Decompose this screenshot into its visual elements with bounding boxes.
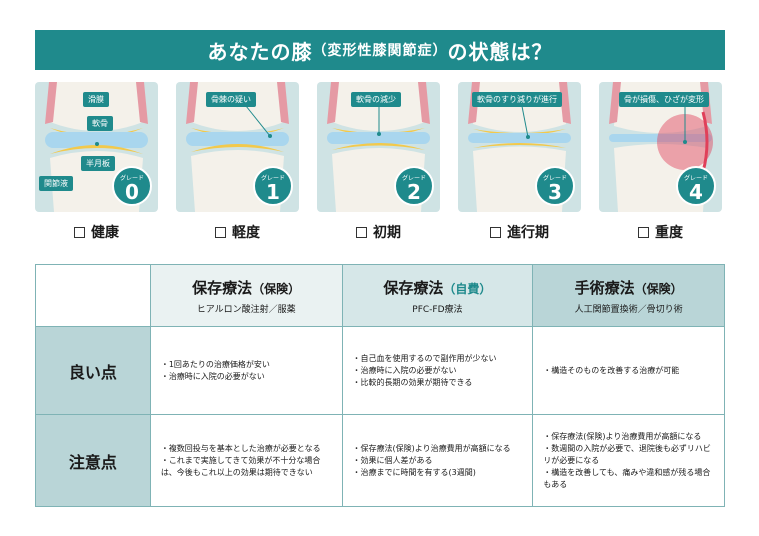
badge-number: 1 bbox=[266, 180, 280, 204]
badge-number: 3 bbox=[548, 180, 562, 204]
badge-number: 0 bbox=[125, 180, 139, 204]
title-paren: （変形性膝関節症） bbox=[312, 43, 448, 59]
table-cell: 構造そのものを改善する治療が可能 bbox=[532, 326, 725, 415]
list-item: 構造そのものを改善する治療が可能 bbox=[543, 365, 714, 377]
list-item: 構造を改善しても、痛みや違和感が残る場合もある bbox=[543, 467, 714, 491]
table-cell: 保存療法(保険)より治療費用が高額になる 効果に個人差がある 治療までに時間を有… bbox=[341, 414, 534, 507]
list-item: 比較的長期の効果が期待できる bbox=[353, 377, 523, 389]
list-item: これまで実施してきて効果が不十分な場合は、今後もこれ以上の効果は期待できない bbox=[161, 455, 332, 479]
tag-osteophyte: 骨棘の疑い bbox=[206, 92, 256, 107]
grade-label: 健康 bbox=[35, 222, 158, 242]
checkbox-icon bbox=[215, 226, 226, 238]
badge-label: グレード bbox=[683, 175, 708, 182]
list-item: 複数回投与を基本とした治療が必要となる bbox=[161, 443, 332, 455]
grade-name: 進行期 bbox=[507, 225, 549, 241]
title-tail: の状態は？ bbox=[447, 39, 553, 64]
column-header: 保存療法（自費） PFC-FD療法 bbox=[341, 264, 534, 327]
table-cell: 1回あたりの治療価格が安い 治療時に入院の必要がない bbox=[149, 326, 343, 415]
tag-cartilage: 軟骨 bbox=[87, 116, 113, 131]
row-header-cautions: 注意点 bbox=[35, 414, 151, 507]
table-cell: 複数回投与を基本とした治療が必要となる これまで実施してきて効果が不十分な場合は… bbox=[149, 414, 343, 507]
column-header: 保存療法（保険） ヒアルロン酸注射／服薬 bbox=[149, 264, 343, 327]
comparison-table: 保存療法（保険） ヒアルロン酸注射／服薬 保存療法（自費） PFC-FD療法 手… bbox=[35, 264, 725, 507]
grade-name: 健康 bbox=[91, 225, 119, 241]
title-main: あなたの膝 bbox=[207, 39, 313, 64]
grade-label: 進行期 bbox=[458, 222, 581, 242]
list-item: 自己血を使用するので副作用が少ない bbox=[353, 353, 523, 365]
tag-synovium: 滑膜 bbox=[83, 92, 109, 107]
checkbox-icon bbox=[74, 226, 85, 238]
list-item: 1回あたりの治療価格が安い bbox=[161, 359, 332, 371]
column-title: 保存療法 bbox=[192, 278, 253, 297]
column-header: 手術療法（保険） 人工関節置換術／骨切り術 bbox=[532, 264, 725, 327]
tag-cartilage-loss: 軟骨の減少 bbox=[351, 92, 401, 107]
grade-label: 重度 bbox=[599, 222, 722, 242]
checkbox-icon bbox=[638, 226, 649, 238]
column-title: 手術療法 bbox=[574, 278, 635, 297]
list-item: 治療時に入院の必要がない bbox=[161, 371, 332, 383]
title-banner: あなたの膝 （変形性膝関節症） の状態は？ bbox=[35, 30, 725, 70]
tag-cartilage-wear: 軟骨のすり減りが進行 bbox=[472, 92, 562, 107]
table-cell: 保存療法(保険)より治療費用が高額になる 数週間の入院が必要で、退院後も必ずリハ… bbox=[532, 414, 725, 507]
column-paren: （自費） bbox=[443, 281, 492, 296]
tag-synovial-fluid: 関節液 bbox=[39, 176, 73, 191]
list-item: 治療時に入院の必要がない bbox=[353, 365, 523, 377]
grade-name: 重度 bbox=[655, 225, 683, 241]
checkbox-icon bbox=[490, 226, 501, 238]
table-row: 注意点 複数回投与を基本とした治療が必要となる これまで実施してきて効果が不十分… bbox=[35, 414, 725, 507]
column-subtitle: 人工関節置換術／骨切り術 bbox=[574, 304, 683, 315]
column-subtitle: ヒアルロン酸注射／服薬 bbox=[196, 304, 296, 315]
badge-label: グレード bbox=[401, 175, 426, 182]
row-header-pros: 良い点 bbox=[35, 326, 151, 415]
badge-number: 4 bbox=[689, 180, 703, 204]
table-row: 良い点 1回あたりの治療価格が安い 治療時に入院の必要がない 自己血を使用するの… bbox=[35, 326, 725, 415]
table-cell: 自己血を使用するので副作用が少ない 治療時に入院の必要がない 比較的長期の効果が… bbox=[341, 326, 534, 415]
grade-name: 初期 bbox=[373, 225, 401, 241]
column-paren: （保険） bbox=[252, 281, 301, 296]
badge-label: グレード bbox=[542, 175, 567, 182]
grade-label: 軽度 bbox=[176, 222, 299, 242]
column-title: 保存療法 bbox=[383, 278, 444, 297]
list-item: 保存療法(保険)より治療費用が高額になる bbox=[353, 443, 523, 455]
column-paren: （保険） bbox=[634, 281, 683, 296]
list-item: 治療までに時間を有する(3週間) bbox=[353, 467, 523, 479]
badge-number: 2 bbox=[407, 180, 421, 204]
grade-label: 初期 bbox=[317, 222, 440, 242]
list-item: 数週間の入院が必要で、退院後も必ずリハビリが必要になる bbox=[543, 443, 714, 467]
tag-meniscus: 半月板 bbox=[81, 156, 115, 171]
tag-bone-damage: 骨が損傷、ひざが変形 bbox=[619, 92, 709, 107]
grade-name: 軽度 bbox=[232, 225, 260, 241]
badge-label: グレード bbox=[260, 175, 285, 182]
table-header-row: 保存療法（保険） ヒアルロン酸注射／服薬 保存療法（自費） PFC-FD療法 手… bbox=[35, 264, 725, 327]
corner-cell bbox=[35, 264, 151, 327]
badge-label: グレード bbox=[119, 175, 144, 182]
column-subtitle: PFC-FD療法 bbox=[412, 304, 463, 315]
list-item: 効果に個人差がある bbox=[353, 455, 523, 467]
list-item: 保存療法(保険)より治療費用が高額になる bbox=[543, 431, 714, 443]
checkbox-icon bbox=[356, 226, 367, 238]
